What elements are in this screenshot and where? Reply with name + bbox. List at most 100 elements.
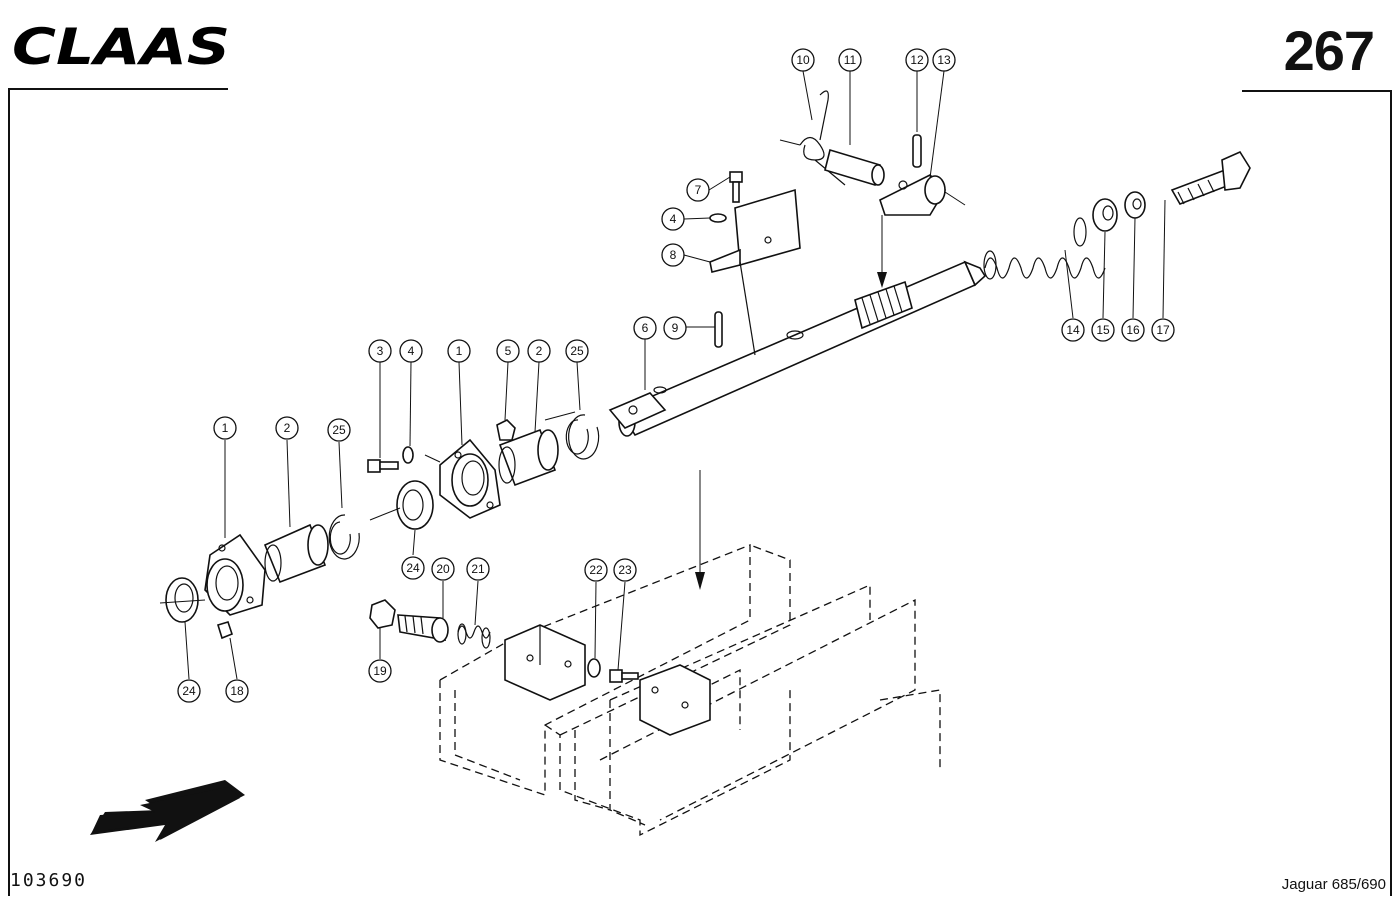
svg-text:2: 2 bbox=[536, 344, 543, 358]
svg-text:7: 7 bbox=[695, 183, 702, 197]
callout-5: 5 bbox=[496, 339, 520, 363]
svg-text:23: 23 bbox=[618, 563, 632, 577]
svg-text:20: 20 bbox=[436, 562, 450, 576]
bolt-23 bbox=[609, 669, 639, 683]
compression-spring bbox=[983, 217, 1106, 280]
leader-lines bbox=[159, 70, 1166, 680]
callout-20: 20 bbox=[431, 557, 455, 581]
seal-24-upper bbox=[396, 480, 434, 530]
callout-19: 19 bbox=[368, 659, 392, 683]
svg-text:10: 10 bbox=[796, 53, 810, 67]
svg-text:19: 19 bbox=[373, 664, 387, 678]
bearing-flange-lower bbox=[204, 533, 266, 616]
callout-16: 16 bbox=[1121, 318, 1145, 342]
svg-text:25: 25 bbox=[570, 344, 584, 358]
claas-logo: CLAAS bbox=[12, 20, 230, 70]
housing-bracket-right bbox=[639, 664, 711, 736]
pin-12 bbox=[912, 134, 922, 168]
svg-text:18: 18 bbox=[230, 684, 244, 698]
callout-25-lower: 25 bbox=[327, 418, 351, 442]
pin-9 bbox=[714, 311, 723, 348]
svg-text:2: 2 bbox=[284, 421, 291, 435]
frame-left bbox=[8, 88, 10, 896]
callout-23: 23 bbox=[613, 558, 637, 582]
callout-15: 15 bbox=[1091, 318, 1115, 342]
svg-text:15: 15 bbox=[1096, 323, 1110, 337]
svg-text:6: 6 bbox=[642, 321, 649, 335]
bushing-lower bbox=[263, 523, 329, 584]
callout-13: 13 bbox=[932, 48, 956, 72]
washer-15 bbox=[1092, 198, 1118, 232]
svg-text:24: 24 bbox=[406, 561, 420, 575]
svg-text:13: 13 bbox=[937, 53, 951, 67]
bolt-17 bbox=[1170, 150, 1251, 205]
bolt-7 bbox=[729, 171, 743, 203]
svg-text:8: 8 bbox=[670, 248, 677, 262]
housing-bracket-left bbox=[504, 624, 586, 701]
svg-text:4: 4 bbox=[408, 344, 415, 358]
circlip-upper bbox=[565, 414, 600, 460]
bushing-upper bbox=[498, 428, 559, 487]
lever-13 bbox=[879, 174, 947, 216]
nut-19 bbox=[369, 599, 396, 629]
callout-3: 3 bbox=[368, 339, 392, 363]
assembly-arrow-down bbox=[695, 470, 705, 590]
washer-4-upper bbox=[709, 213, 727, 223]
svg-text:22: 22 bbox=[589, 563, 603, 577]
svg-text:25: 25 bbox=[332, 423, 346, 437]
callout-1-lower: 1 bbox=[213, 416, 237, 440]
model-name: Jaguar 685/690 bbox=[1281, 876, 1386, 893]
callout-12: 12 bbox=[905, 48, 929, 72]
assembly-arrow-lever bbox=[877, 215, 887, 288]
nut-5 bbox=[496, 419, 516, 441]
callout-2-lower: 2 bbox=[275, 416, 299, 440]
callout-24-lower: 24 bbox=[177, 679, 201, 703]
callout-17: 17 bbox=[1151, 318, 1175, 342]
svg-text:21: 21 bbox=[471, 562, 485, 576]
callout-8: 8 bbox=[661, 243, 685, 267]
svg-text:14: 14 bbox=[1066, 323, 1080, 337]
svg-text:3: 3 bbox=[377, 344, 384, 358]
document-number: 103690 bbox=[10, 870, 88, 891]
torsion-spring-10 bbox=[799, 90, 846, 186]
spring-21 bbox=[457, 623, 491, 649]
callout-14: 14 bbox=[1061, 318, 1085, 342]
nut-16 bbox=[1124, 191, 1146, 219]
svg-text:1: 1 bbox=[456, 344, 463, 358]
bracket-plate-8 bbox=[709, 188, 801, 356]
callout-10: 10 bbox=[791, 48, 815, 72]
callout-11: 11 bbox=[838, 48, 862, 72]
washer-4-lower bbox=[402, 446, 414, 464]
svg-text:24: 24 bbox=[182, 684, 196, 698]
circlip-lower bbox=[328, 514, 360, 560]
header-rule-left bbox=[8, 88, 228, 90]
svg-text:5: 5 bbox=[505, 344, 512, 358]
callout-9: 9 bbox=[663, 316, 687, 340]
svg-text:17: 17 bbox=[1156, 323, 1170, 337]
threaded-stud-20 bbox=[397, 614, 449, 643]
callout-21: 21 bbox=[466, 557, 490, 581]
callout-24-upper: 24 bbox=[401, 556, 425, 580]
washer-22 bbox=[587, 658, 601, 678]
callout-1-upper: 1 bbox=[447, 339, 471, 363]
svg-text:9: 9 bbox=[672, 321, 679, 335]
callout-4-lower: 4 bbox=[399, 339, 423, 363]
pin-11 bbox=[824, 148, 885, 187]
bearing-flange-upper bbox=[439, 438, 501, 519]
callout-22: 22 bbox=[584, 558, 608, 582]
frame-right bbox=[1390, 90, 1392, 896]
svg-text:4: 4 bbox=[670, 212, 677, 226]
header-rule-right bbox=[1242, 90, 1392, 92]
main-shaft bbox=[608, 260, 987, 437]
claas-logo-text: CLAAS bbox=[12, 20, 230, 70]
callout-7: 7 bbox=[686, 178, 710, 202]
callout-25-upper: 25 bbox=[565, 339, 589, 363]
svg-text:11: 11 bbox=[844, 53, 857, 67]
seal-24-lower bbox=[165, 577, 199, 623]
housing-outline bbox=[439, 544, 941, 837]
page-number: 267 bbox=[1283, 19, 1375, 82]
svg-text:12: 12 bbox=[910, 53, 924, 67]
callout-4-upper: 4 bbox=[661, 207, 685, 231]
grease-nipple-18 bbox=[216, 621, 233, 640]
